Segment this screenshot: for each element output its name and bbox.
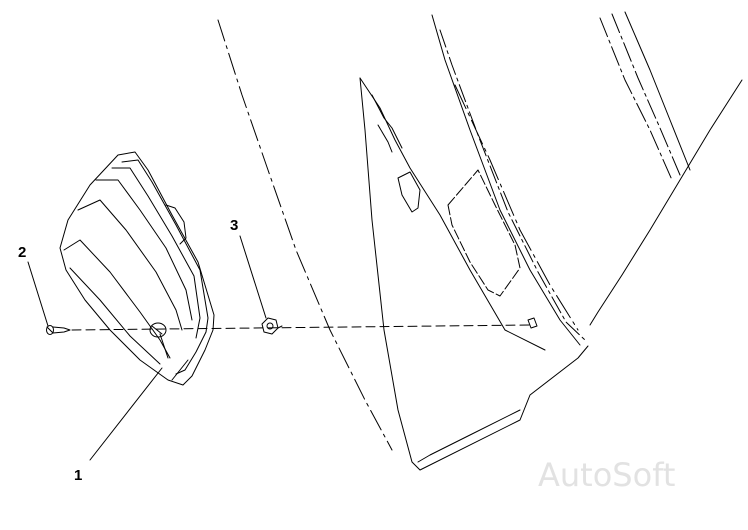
leader-line-3 xyxy=(239,235,267,319)
watermark: AutoSoft xyxy=(538,456,676,494)
side-marker-lamp xyxy=(59,151,215,386)
nut xyxy=(261,317,283,335)
assembly-axis xyxy=(71,324,531,331)
callout-1: 1 xyxy=(74,467,83,484)
body-panel xyxy=(217,11,743,471)
leader-line-2 xyxy=(27,261,49,327)
callout-3: 3 xyxy=(230,217,239,234)
screw xyxy=(46,325,71,335)
leader-line-1 xyxy=(89,367,163,461)
callout-2: 2 xyxy=(18,244,27,261)
